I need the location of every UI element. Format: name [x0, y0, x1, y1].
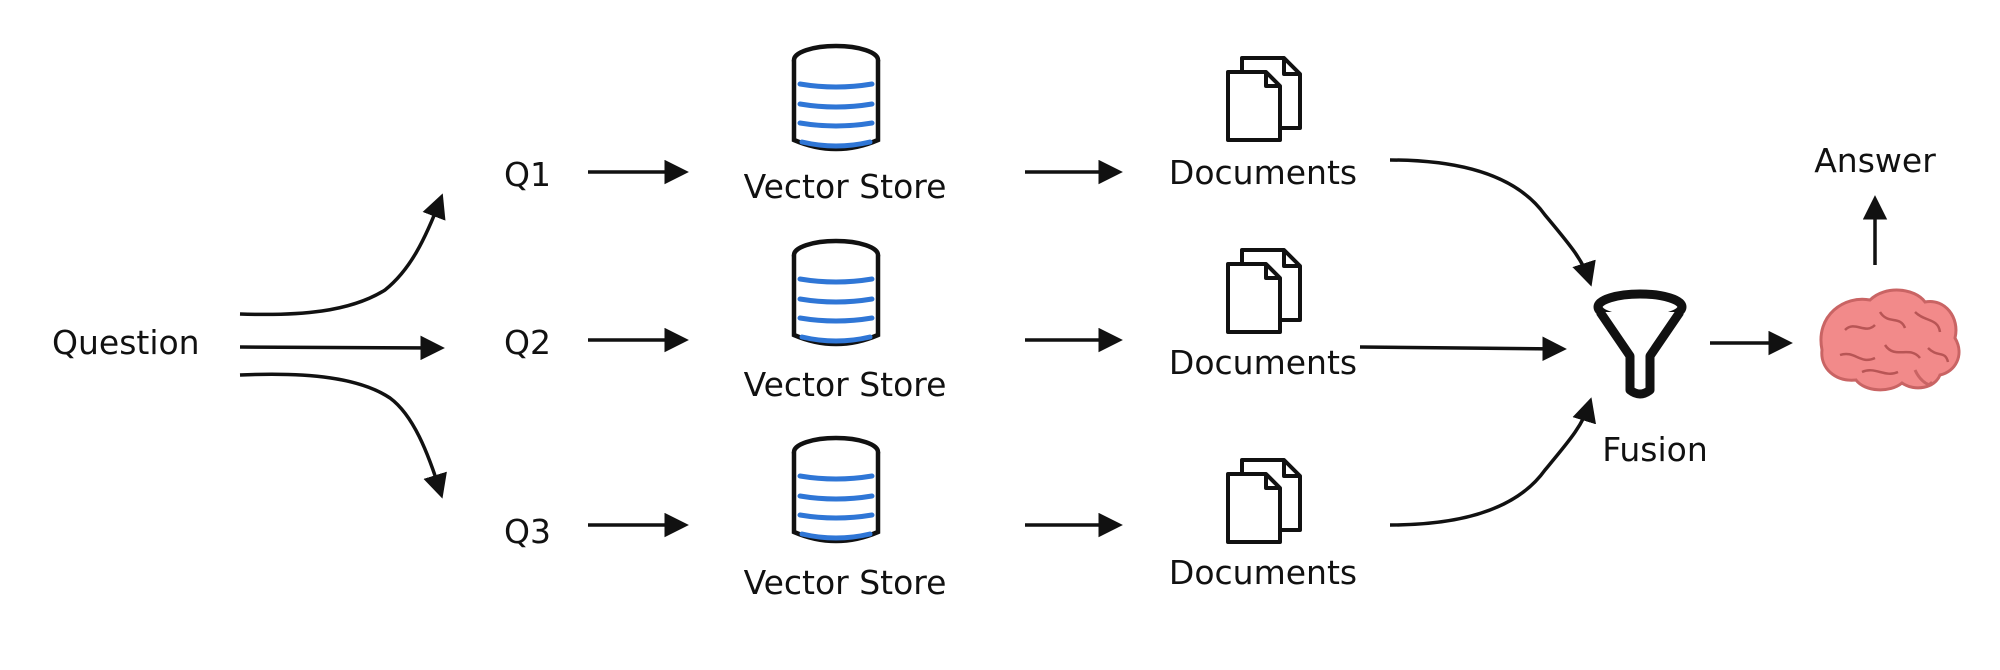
documents-label: Documents [1168, 553, 1358, 592]
database-icon [794, 46, 878, 149]
arrow-docs2-to-fusion [1359, 336, 1567, 362]
funnel-icon [1593, 289, 1687, 399]
fusion-label: Fusion [1602, 430, 1708, 469]
arrow-question-to-q2 [239, 335, 445, 361]
query-label-q2: Q2 [504, 323, 551, 362]
arrow-question-to-q3 [239, 372, 447, 499]
documents-icon [1226, 458, 1302, 544]
documents-icon [1226, 56, 1302, 142]
arrow-docs1-to-fusion [1389, 158, 1596, 287]
vector-store-label: Vector Store [743, 365, 947, 404]
arrow-question-to-q1 [239, 193, 446, 317]
documents-label: Documents [1168, 153, 1358, 192]
database-icon [794, 241, 878, 344]
arrow-docs3-to-fusion [1389, 397, 1597, 527]
database-icon [794, 438, 878, 541]
documents-icon [1226, 248, 1302, 334]
brain-icon [1819, 288, 1961, 392]
query-label-q3: Q3 [504, 512, 551, 551]
vector-store-label: Vector Store [743, 563, 947, 602]
query-label-q1: Q1 [504, 155, 551, 194]
documents-label: Documents [1168, 343, 1358, 382]
question-label: Question [52, 323, 200, 362]
vector-store-label: Vector Store [743, 167, 947, 206]
answer-label: Answer [1814, 141, 1936, 180]
